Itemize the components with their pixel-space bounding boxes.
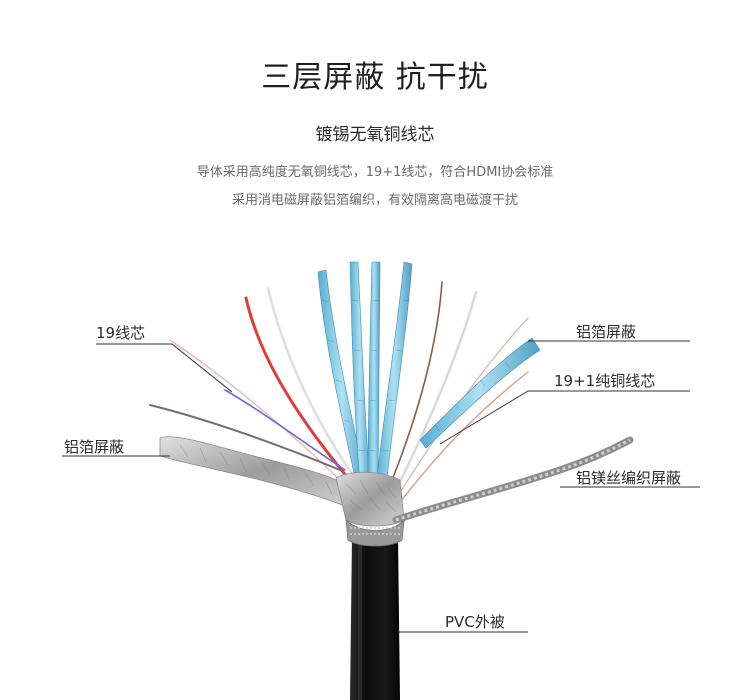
label-braid: 铝镁丝编织屏蔽 xyxy=(576,469,682,487)
gray-wire-left xyxy=(149,404,341,471)
description-line-2: 采用消电磁屏蔽铝箔编织，有效隔离高电磁渡干扰 xyxy=(231,193,518,208)
foil-core-texture xyxy=(345,479,397,513)
foil-left-texture xyxy=(179,444,333,495)
foil-left xyxy=(159,436,357,509)
label-jacket: PVC外被 xyxy=(445,613,505,631)
pvc-jacket xyxy=(350,536,400,700)
white-wire-2-edge xyxy=(399,291,477,483)
red-wire xyxy=(244,296,350,480)
orange-wire-right xyxy=(397,371,529,506)
label-foil-left: 铝箔屏蔽 xyxy=(64,438,125,456)
leader-wire-cores xyxy=(96,343,233,393)
page-title: 三层屏蔽 抗干扰 xyxy=(261,60,489,95)
pink-wire xyxy=(169,339,351,491)
description-line-1: 导体采用高纯度无氧铜线芯，19+1线芯，符合HDMI协会标准 xyxy=(196,165,554,180)
braid-ring xyxy=(345,518,405,547)
braid-strand-pattern xyxy=(395,438,631,522)
white-wire-1-edge xyxy=(267,287,361,486)
blue-pair-5 xyxy=(419,337,541,449)
blue-purple-wire xyxy=(224,389,346,471)
blue-pair-crinkles xyxy=(321,299,511,452)
foil-core-wrap xyxy=(335,471,405,527)
label-wire-cores: 19线芯 xyxy=(96,324,146,342)
leader-copper-core xyxy=(439,390,690,445)
blue-pair-4 xyxy=(375,261,413,489)
leader-lines xyxy=(62,340,700,633)
label-foil-right: 铝箔屏蔽 xyxy=(576,323,637,341)
page-subtitle: 镀锡无氧铜线芯 xyxy=(315,125,435,145)
jacket-highlight xyxy=(358,540,362,700)
brown-wire xyxy=(391,281,443,481)
braid-ring-pattern xyxy=(350,527,400,535)
blue-pair-3 xyxy=(367,261,381,489)
label-copper-core: 19+1纯铜线芯 xyxy=(554,372,656,390)
blue-shield-pairs xyxy=(317,261,541,489)
